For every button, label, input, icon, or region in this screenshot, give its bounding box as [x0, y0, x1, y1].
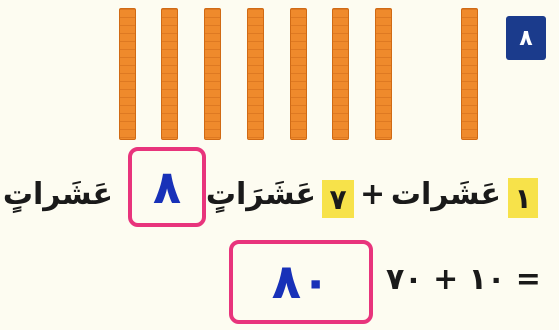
tens-answer-box[interactable]: ٨ — [128, 147, 206, 227]
second-tens-count: ٧ — [322, 180, 354, 218]
ten-rod — [204, 8, 221, 140]
ten-rod — [290, 8, 307, 140]
plus-sign: + — [360, 177, 386, 212]
first-tens-count: ١ — [508, 178, 538, 218]
exercise-number-badge: ٨ — [506, 16, 546, 60]
sum-answer-box[interactable]: ٨٠ — [229, 240, 373, 324]
ten-rod — [461, 8, 478, 140]
result-tens-word: عَشَراتٍ — [2, 177, 113, 212]
ten-rod — [119, 8, 136, 140]
first-tens-word: عَشَرات — [390, 177, 501, 212]
ten-rod — [247, 8, 264, 140]
sum-expression: ١٠ + ٧٠ = — [386, 262, 541, 297]
ten-rod — [332, 8, 349, 140]
ten-rod — [161, 8, 178, 140]
ten-rod — [375, 8, 392, 140]
second-tens-word: عَشَرَاتٍ — [205, 177, 316, 212]
